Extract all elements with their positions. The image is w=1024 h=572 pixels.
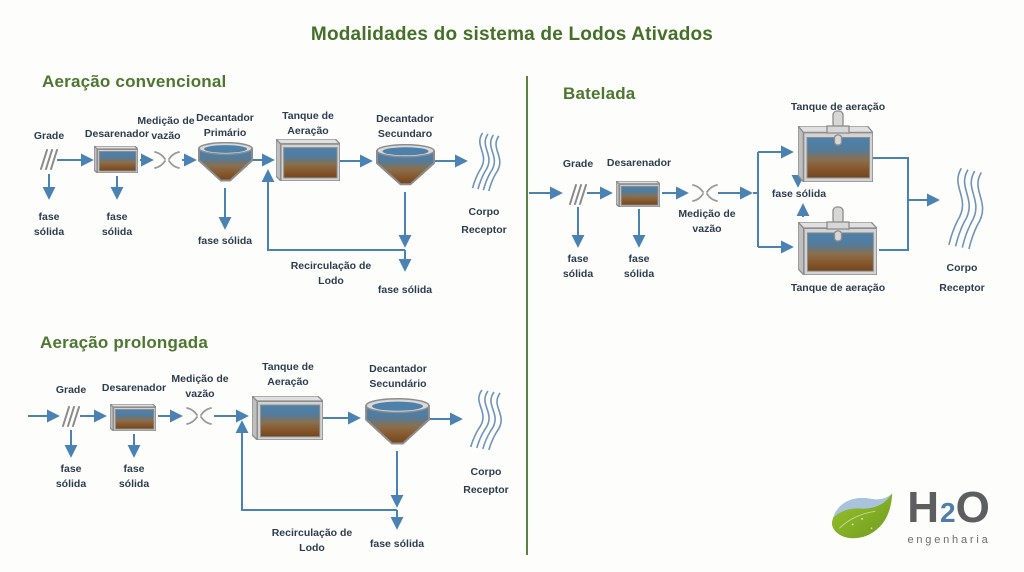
label-fase-solida: fase sólida <box>101 211 133 239</box>
label-desarenador: Desarenador <box>84 128 150 140</box>
desarenador-icon <box>94 146 138 173</box>
label-tanque-aeracao: Tanque de Aeração <box>282 110 334 138</box>
recirculation-line-convencional <box>261 169 405 251</box>
logo-o: O <box>955 483 991 532</box>
batch-aeration-tank-top-icon <box>798 126 873 182</box>
label-fase-solida: fase sólida <box>369 538 425 550</box>
logo-h: H <box>907 483 940 532</box>
label-fase-solida: fase sólida <box>55 463 87 491</box>
heading-batelada: Batelada <box>563 84 636 103</box>
label-corpo-receptor: Corpo Receptor <box>939 262 985 295</box>
grade-icon <box>40 149 58 170</box>
page-title: Modalidades do sistema de Lodos Ativados <box>310 24 714 45</box>
label-medicao-vazao: Medição de vazão <box>171 373 229 401</box>
label-decantador-secundario: Decantador Secundaro <box>376 113 434 141</box>
label-fase-solida: fase sólida <box>562 253 594 281</box>
aeration-tank-icon <box>276 139 340 181</box>
label-tanque-aeracao-inferior: Tanque de aeração <box>790 282 886 294</box>
receiving-water-icon <box>469 389 502 451</box>
label-fase-solida: fase sólida <box>33 211 65 239</box>
label-recirculacao-lodo: Recirculação de Lodo <box>290 260 372 288</box>
flow-prolongada <box>28 389 502 530</box>
logo-2: 2 <box>939 497 956 528</box>
flow-meter-icon <box>186 407 212 425</box>
heading-prolongada: Aeração prolongada <box>40 333 208 352</box>
desarenador-icon <box>110 404 156 431</box>
label-medicao-vazao: Medição de vazão <box>678 208 736 236</box>
mixer-icon <box>826 206 850 242</box>
label-desarenador: Desarenador <box>606 157 672 169</box>
label-fase-solida: fase sólida <box>771 188 827 200</box>
recirculation-line-prolongada <box>235 420 397 511</box>
label-corpo-receptor: Corpo Receptor <box>461 206 507 237</box>
section-divider <box>526 76 528 555</box>
flow-convencional <box>40 132 501 272</box>
label-grade: Grade <box>562 158 594 170</box>
label-fase-solida: fase sólida <box>197 235 253 247</box>
label-tanque-aeracao: Tanque de Aeração <box>262 361 314 389</box>
label-grade: Grade <box>55 384 87 396</box>
primary-clarifier-icon <box>198 142 253 182</box>
batch-aeration-tank-bottom-icon <box>798 222 877 275</box>
receiving-water-icon <box>947 167 984 251</box>
logo-wordmark: H2O <box>894 485 1004 536</box>
label-fase-solida: fase sólida <box>377 284 433 296</box>
label-fase-solida: fase sólida <box>118 463 150 491</box>
effluent-collector-line <box>873 157 909 251</box>
label-decantador-secundario: Decantador Secundário <box>369 363 427 391</box>
grade-icon <box>569 184 587 205</box>
logo-text: H2O engenharia <box>894 485 1004 547</box>
label-recirculacao-lodo: Recirculação de Lodo <box>271 527 353 555</box>
label-tanque-aeracao-superior: Tanque de aeração <box>790 101 886 113</box>
desarenador-icon <box>616 181 660 207</box>
mixer-icon <box>826 110 850 146</box>
secondary-clarifier-icon <box>365 398 430 445</box>
heading-convencional: Aeração convencional <box>42 72 227 91</box>
label-grade: Grade <box>33 130 65 142</box>
flow-meter-icon <box>154 151 180 169</box>
aeration-tank-icon <box>252 396 323 440</box>
label-decantador-primario: Decantador Primário <box>196 112 254 140</box>
receiving-water-icon <box>471 132 501 192</box>
flow-meter-icon <box>692 184 718 202</box>
grade-icon <box>62 406 80 427</box>
label-corpo-receptor: Corpo Receptor <box>463 466 509 497</box>
logo-tagline: engenharia <box>907 534 991 546</box>
label-fase-solida: fase sólida <box>623 253 655 281</box>
label-medicao-vazao: Medição de vazão <box>137 115 195 143</box>
h2o-logo: H2O engenharia <box>830 485 1010 557</box>
label-desarenador: Desarenador <box>101 382 167 394</box>
leaf-icon <box>831 493 893 539</box>
flow-batelada <box>529 110 984 275</box>
secondary-clarifier-icon <box>376 144 435 186</box>
